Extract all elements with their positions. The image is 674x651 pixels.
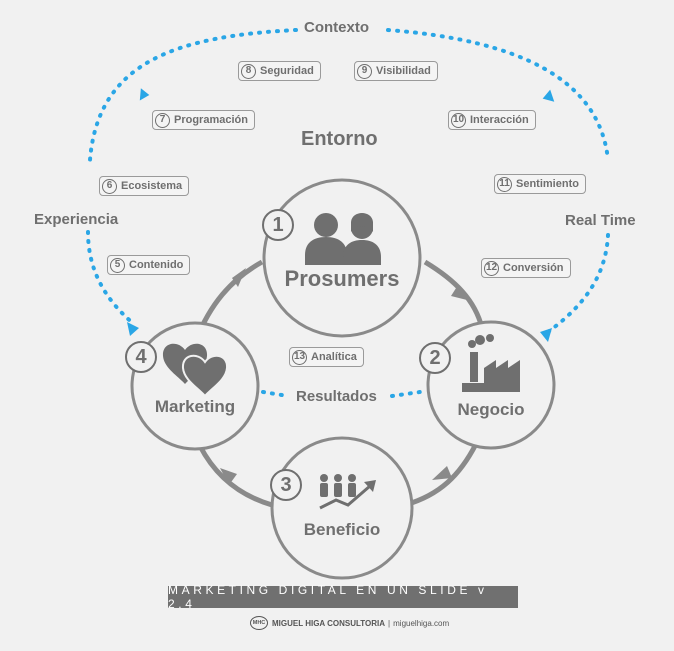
footer: MHC MIGUEL HIGA CONSULTORIA | miguelhiga… xyxy=(250,615,449,631)
tag-label: Contenido xyxy=(129,259,184,271)
people-icon xyxy=(305,213,381,265)
node-number-2: 2 xyxy=(419,342,451,374)
loop-bottom-right xyxy=(390,390,422,398)
arrowhead-right-bottom xyxy=(540,328,552,342)
tag-visibilidad: 9 Visibilidad xyxy=(354,61,438,81)
company-name: MIGUEL HIGA CONSULTORIA xyxy=(272,618,386,628)
tag-number: 6 xyxy=(102,178,117,194)
tag-number: 5 xyxy=(110,257,125,273)
tag-interaccion: 10 Interacción xyxy=(448,110,536,130)
negocio-title: Negocio xyxy=(457,400,525,419)
tag-label: Seguridad xyxy=(260,65,314,77)
tag-conversion: 12 Conversión xyxy=(481,258,571,278)
tag-analitica: 13 Analítica xyxy=(289,347,364,367)
experiencia-label: Experiencia xyxy=(34,211,119,228)
tag-number: 12 xyxy=(484,260,499,276)
slide-banner: MARKETING DIGITAL EN UN SLIDE v 2.4 xyxy=(168,583,518,611)
tag-label: Interacción xyxy=(470,114,529,126)
arrowhead-top-left xyxy=(139,88,150,101)
arrowhead-cycle-4 xyxy=(220,468,237,485)
tag-number: 9 xyxy=(357,63,372,79)
resultados-label: Resultados xyxy=(296,388,377,405)
arrowhead-cycle-1 xyxy=(232,268,246,287)
beneficio-circle xyxy=(270,436,414,580)
tag-label: Ecosistema xyxy=(121,180,183,192)
arrowhead-top-right xyxy=(542,89,555,102)
tag-number: 7 xyxy=(155,112,170,128)
tag-number: 11 xyxy=(497,176,512,192)
tag-programacion: 7 Programación xyxy=(152,110,255,130)
cycle-arrowheads xyxy=(220,268,471,485)
tag-number: 13 xyxy=(292,349,307,365)
footer-separator: | xyxy=(388,618,391,628)
tag-label: Programación xyxy=(174,114,248,126)
realtime-label: Real Time xyxy=(565,212,636,229)
loop-top-left xyxy=(88,28,298,162)
context-loop xyxy=(86,28,610,398)
beneficio-title: Beneficio xyxy=(303,520,381,539)
tag-contenido: 5 Contenido xyxy=(107,255,191,275)
loop-left-lower xyxy=(86,230,137,327)
node-number-4: 4 xyxy=(125,341,157,373)
loop-right-lower xyxy=(546,233,610,334)
arc-beneficio-marketing xyxy=(197,444,273,508)
arrowhead-cycle-2 xyxy=(451,285,471,301)
loop-bottom-left xyxy=(261,390,290,398)
tag-number: 10 xyxy=(451,112,466,128)
mhc-logo: MHC xyxy=(250,616,268,630)
marketing-title: Marketing xyxy=(154,397,236,416)
entorno-label: Entorno xyxy=(301,128,378,150)
website-link[interactable]: miguelhiga.com xyxy=(393,618,450,628)
tag-seguridad: 8 Seguridad xyxy=(238,61,321,81)
context-label: Contexto xyxy=(304,19,369,36)
growth-chart-icon xyxy=(319,474,376,510)
tag-number: 8 xyxy=(241,63,256,79)
factory-icon xyxy=(462,334,520,392)
hearts-icon xyxy=(162,343,229,398)
tag-label: Visibilidad xyxy=(376,65,431,77)
tag-label: Sentimiento xyxy=(516,178,579,190)
node-number-3: 3 xyxy=(270,469,302,501)
tag-ecosistema: 6 Ecosistema xyxy=(99,176,190,196)
prosumers-title: Prosumers xyxy=(284,266,400,291)
loop-top-right xyxy=(386,28,610,162)
tag-label: Analítica xyxy=(311,351,357,363)
arrowhead-left-bottom xyxy=(127,322,139,336)
tag-sentimiento: 11 Sentimiento xyxy=(494,174,586,194)
tag-label: Conversión xyxy=(503,262,564,274)
node-number-1: 1 xyxy=(262,209,294,241)
context-arrowheads xyxy=(127,88,555,342)
arc-negocio-beneficio xyxy=(404,442,479,508)
arrowhead-cycle-3 xyxy=(432,466,452,480)
